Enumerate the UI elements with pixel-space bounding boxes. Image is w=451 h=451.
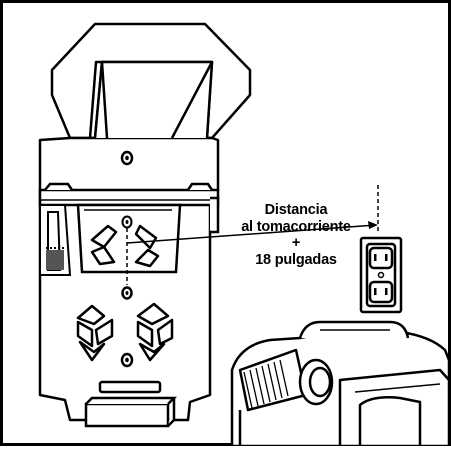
distance-leader-line (126, 224, 377, 244)
bracket-band (38, 182, 220, 207)
screw-hole-lower (121, 286, 133, 300)
callout-line-4: 18 pulgadas (255, 251, 337, 268)
side-clip (39, 204, 72, 276)
right-tab (210, 196, 220, 234)
screw-hole-top (120, 150, 134, 166)
callout-line-3: + (291, 235, 301, 251)
screw-hole-middle (121, 215, 133, 229)
upper-vent-triangles (90, 224, 160, 268)
lower-vents (76, 302, 174, 362)
distance-callout: Distancia al tomacorriente + 18 pulgadas (228, 202, 364, 268)
callout-line-2: al tomacorriente (241, 218, 351, 235)
screw-hole-bottom (120, 352, 134, 368)
leader-arrowhead (368, 221, 378, 229)
bracket-plate (38, 136, 220, 422)
bracket-top-panel (93, 60, 214, 139)
callout-line-1: Distancia (264, 202, 328, 218)
bracket-base (84, 380, 178, 428)
wall-outlet (359, 236, 403, 314)
vacuum-unit (230, 320, 451, 448)
